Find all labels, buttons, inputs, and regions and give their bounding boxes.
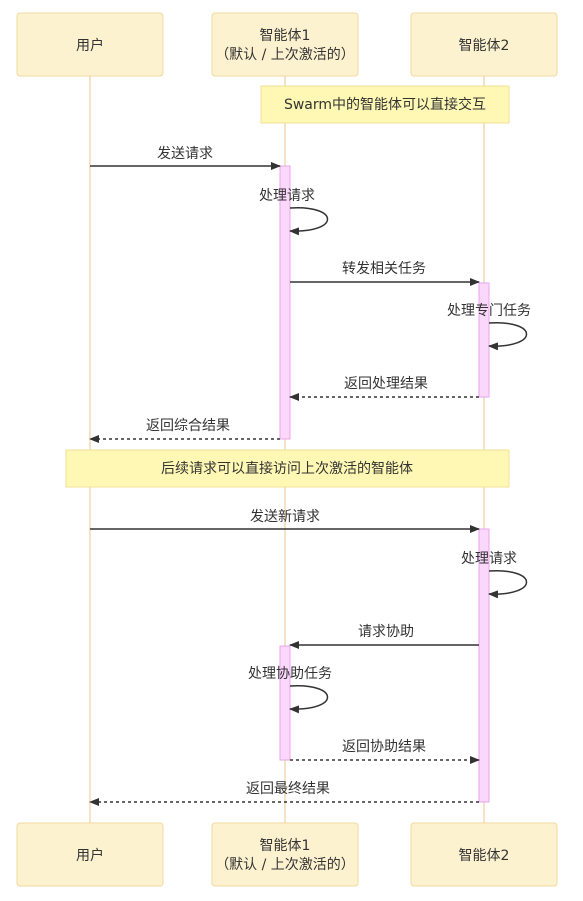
message-forward-task: 转发相关任务 bbox=[290, 261, 480, 286]
actor-top-agent1: 智能体1 （默认 / 上次激活的） bbox=[211, 12, 359, 77]
message-label: 处理请求 bbox=[259, 188, 315, 204]
note-text: Swarm中的智能体可以直接交互 bbox=[284, 96, 486, 113]
message-label: 发送新请求 bbox=[250, 509, 320, 525]
actor-sublabel: （默认 / 上次激活的） bbox=[215, 46, 355, 63]
actor-bottom-agent1: 智能体1 （默认 / 上次激活的） bbox=[211, 822, 359, 887]
actor-label: 智能体2 bbox=[459, 848, 510, 864]
actor-bottom-user: 用户 bbox=[16, 822, 164, 887]
actor-label: 智能体1 bbox=[260, 838, 311, 854]
actor-label: 智能体1 bbox=[260, 28, 311, 44]
message-self-process-request-2: 处理请求 bbox=[461, 551, 528, 599]
message-self-process-assist: 处理协助任务 bbox=[248, 666, 332, 714]
actor-bottom-agent2: 智能体2 bbox=[410, 822, 558, 887]
actor-top-user: 用户 bbox=[16, 12, 164, 77]
message-return-process-result: 返回处理结果 bbox=[289, 376, 479, 401]
message-return-final-result: 返回最终结果 bbox=[89, 781, 479, 806]
message-label: 返回协助结果 bbox=[342, 739, 426, 755]
activation-agent1-2 bbox=[279, 645, 291, 761]
note-text: 后续请求可以直接访问上次激活的智能体 bbox=[161, 460, 413, 477]
actor-top-agent2: 智能体2 bbox=[410, 12, 558, 77]
message-return-assist-result: 返回协助结果 bbox=[290, 739, 480, 764]
activation-agent1-1 bbox=[279, 165, 291, 440]
note-swarm-interaction: Swarm中的智能体可以直接交互 bbox=[260, 85, 510, 124]
message-label: 返回最终结果 bbox=[246, 781, 330, 797]
message-label: 处理请求 bbox=[461, 551, 517, 567]
actor-label: 用户 bbox=[76, 847, 104, 864]
message-self-process-special: 处理专门任务 bbox=[447, 303, 531, 351]
message-send-new-request: 发送新请求 bbox=[90, 509, 480, 533]
message-self-process-request: 处理请求 bbox=[259, 188, 329, 236]
message-return-combined-result: 返回综合结果 bbox=[89, 418, 280, 443]
activation-agent2-1 bbox=[478, 282, 490, 398]
actor-label: 智能体2 bbox=[459, 38, 510, 54]
message-label: 处理协助任务 bbox=[248, 666, 332, 682]
message-label: 请求协助 bbox=[358, 624, 414, 640]
actor-sublabel: （默认 / 上次激活的） bbox=[215, 856, 355, 873]
note-direct-access: 后续请求可以直接访问上次激活的智能体 bbox=[65, 449, 510, 488]
message-label: 返回处理结果 bbox=[344, 376, 428, 392]
actor-label: 用户 bbox=[76, 37, 104, 54]
message-label: 处理专门任务 bbox=[447, 303, 531, 319]
message-label: 转发相关任务 bbox=[342, 261, 426, 277]
message-send-request: 发送请求 bbox=[90, 146, 281, 170]
message-label: 返回综合结果 bbox=[146, 418, 230, 434]
message-request-assist: 请求协助 bbox=[289, 624, 479, 649]
activation-agent2-2 bbox=[478, 528, 490, 803]
message-label: 发送请求 bbox=[157, 146, 213, 162]
